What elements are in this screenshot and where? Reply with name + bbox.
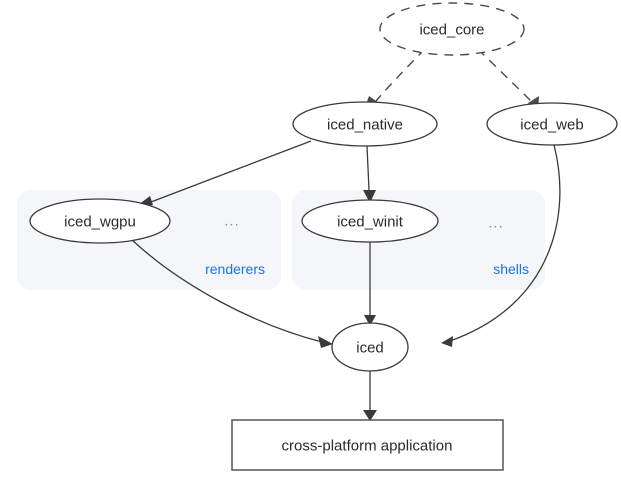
node-iced-web[interactable]: iced_web	[486, 102, 618, 146]
edge-iced-to-application	[363, 371, 377, 421]
edge-line	[150, 140, 312, 203]
node-iced-winit[interactable]: iced_winit	[301, 199, 439, 243]
edge-line	[477, 48, 532, 102]
node-iced-core[interactable]: iced_core	[379, 2, 525, 56]
edge-iced-winit-to-iced	[364, 242, 376, 326]
edge-line	[130, 238, 323, 343]
node-iced-web-shape[interactable]	[486, 102, 618, 146]
edge-line	[375, 48, 426, 102]
arrowhead-icon	[363, 410, 377, 421]
node-iced-winit-shape[interactable]	[301, 199, 439, 243]
node-iced-shape[interactable]	[331, 322, 409, 372]
node-application-shape[interactable]	[231, 419, 504, 471]
edge-iced-web-to-iced	[441, 144, 561, 347]
node-iced-native[interactable]: iced_native	[292, 101, 438, 147]
node-iced-core-shape[interactable]	[379, 2, 525, 56]
edge-iced-wgpu-to-iced	[130, 238, 333, 348]
arrowhead-icon	[364, 315, 376, 326]
arrowhead-icon	[441, 336, 453, 347]
edge-iced-native-to-iced-winit	[363, 145, 376, 203]
node-cross-platform-application[interactable]: cross-platform application	[231, 419, 504, 471]
node-iced-wgpu-shape[interactable]	[29, 198, 171, 244]
arrowhead-icon	[318, 336, 333, 348]
node-iced[interactable]: iced	[331, 322, 409, 372]
node-iced-native-shape[interactable]	[292, 101, 438, 147]
node-iced-wgpu[interactable]: iced_wgpu	[29, 198, 171, 244]
edge-line	[366, 145, 370, 191]
arrowhead-icon	[363, 190, 376, 203]
edge-line	[449, 144, 561, 342]
